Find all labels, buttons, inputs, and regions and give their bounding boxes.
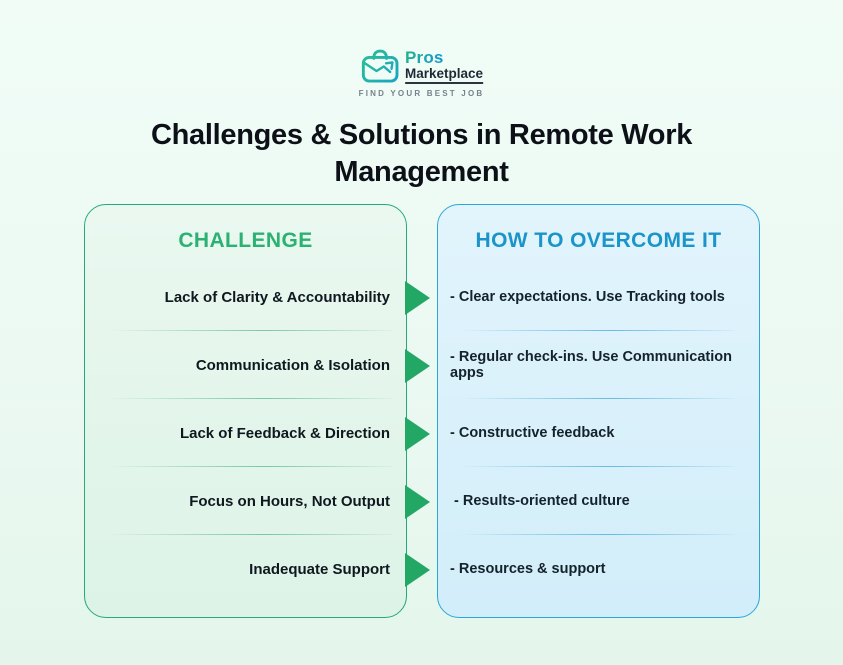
- solution-list: - Clear expectations. Use Tracking tools…: [438, 263, 759, 603]
- brand-subname: Marketplace: [404, 66, 484, 85]
- solution-item-2: - Regular check-ins. Use Communication a…: [438, 331, 759, 399]
- logo-tagline: FIND YOUR BEST JOB: [358, 89, 485, 98]
- challenge-item-2: Communication & Isolation: [85, 331, 406, 399]
- page-title-line-1: Challenges & Solutions in Remote Work: [150, 119, 693, 151]
- right-arrow-icon-4: [405, 485, 430, 519]
- right-arrow-icon-2: [405, 349, 430, 383]
- page-title: Challenges & Solutions in Remote Work Ma…: [0, 117, 843, 190]
- challenge-panel: CHALLENGE Lack of Clarity & Accountabili…: [84, 204, 407, 618]
- solution-item-1: - Clear expectations. Use Tracking tools: [438, 263, 759, 331]
- right-arrow-icon-5: [405, 553, 430, 587]
- logo: Pros Marketplace FIND YOUR BEST JOB: [359, 48, 485, 98]
- page-title-line-2: Management: [334, 155, 509, 188]
- briefcase-icon: [361, 49, 399, 83]
- solution-item-4: - Results-oriented culture: [438, 467, 759, 535]
- logo-row: Pros Marketplace: [360, 47, 484, 85]
- solution-item-3: - Constructive feedback: [438, 399, 759, 467]
- solution-item-5: - Resources & support: [450, 561, 606, 577]
- solution-panel: HOW TO OVERCOME IT - Clear expectations.…: [437, 204, 760, 618]
- challenge-item-4: Focus on Hours, Not Output: [85, 467, 406, 535]
- solution-header: HOW TO OVERCOME IT: [475, 229, 722, 252]
- challenge-item-3: Lack of Feedback & Direction: [85, 399, 406, 467]
- right-arrow-icon-3: [405, 417, 430, 451]
- brand-text: Pros Marketplace: [404, 47, 484, 85]
- challenge-item-1: Lack of Clarity & Accountability: [85, 263, 406, 331]
- right-arrow-icon-1: [405, 281, 430, 315]
- brand-name: Pros: [404, 47, 444, 67]
- challenge-list: Lack of Clarity & Accountability Communi…: [85, 263, 406, 603]
- challenge-item-5: Inadequate Support: [249, 560, 390, 578]
- challenge-header: CHALLENGE: [178, 229, 313, 252]
